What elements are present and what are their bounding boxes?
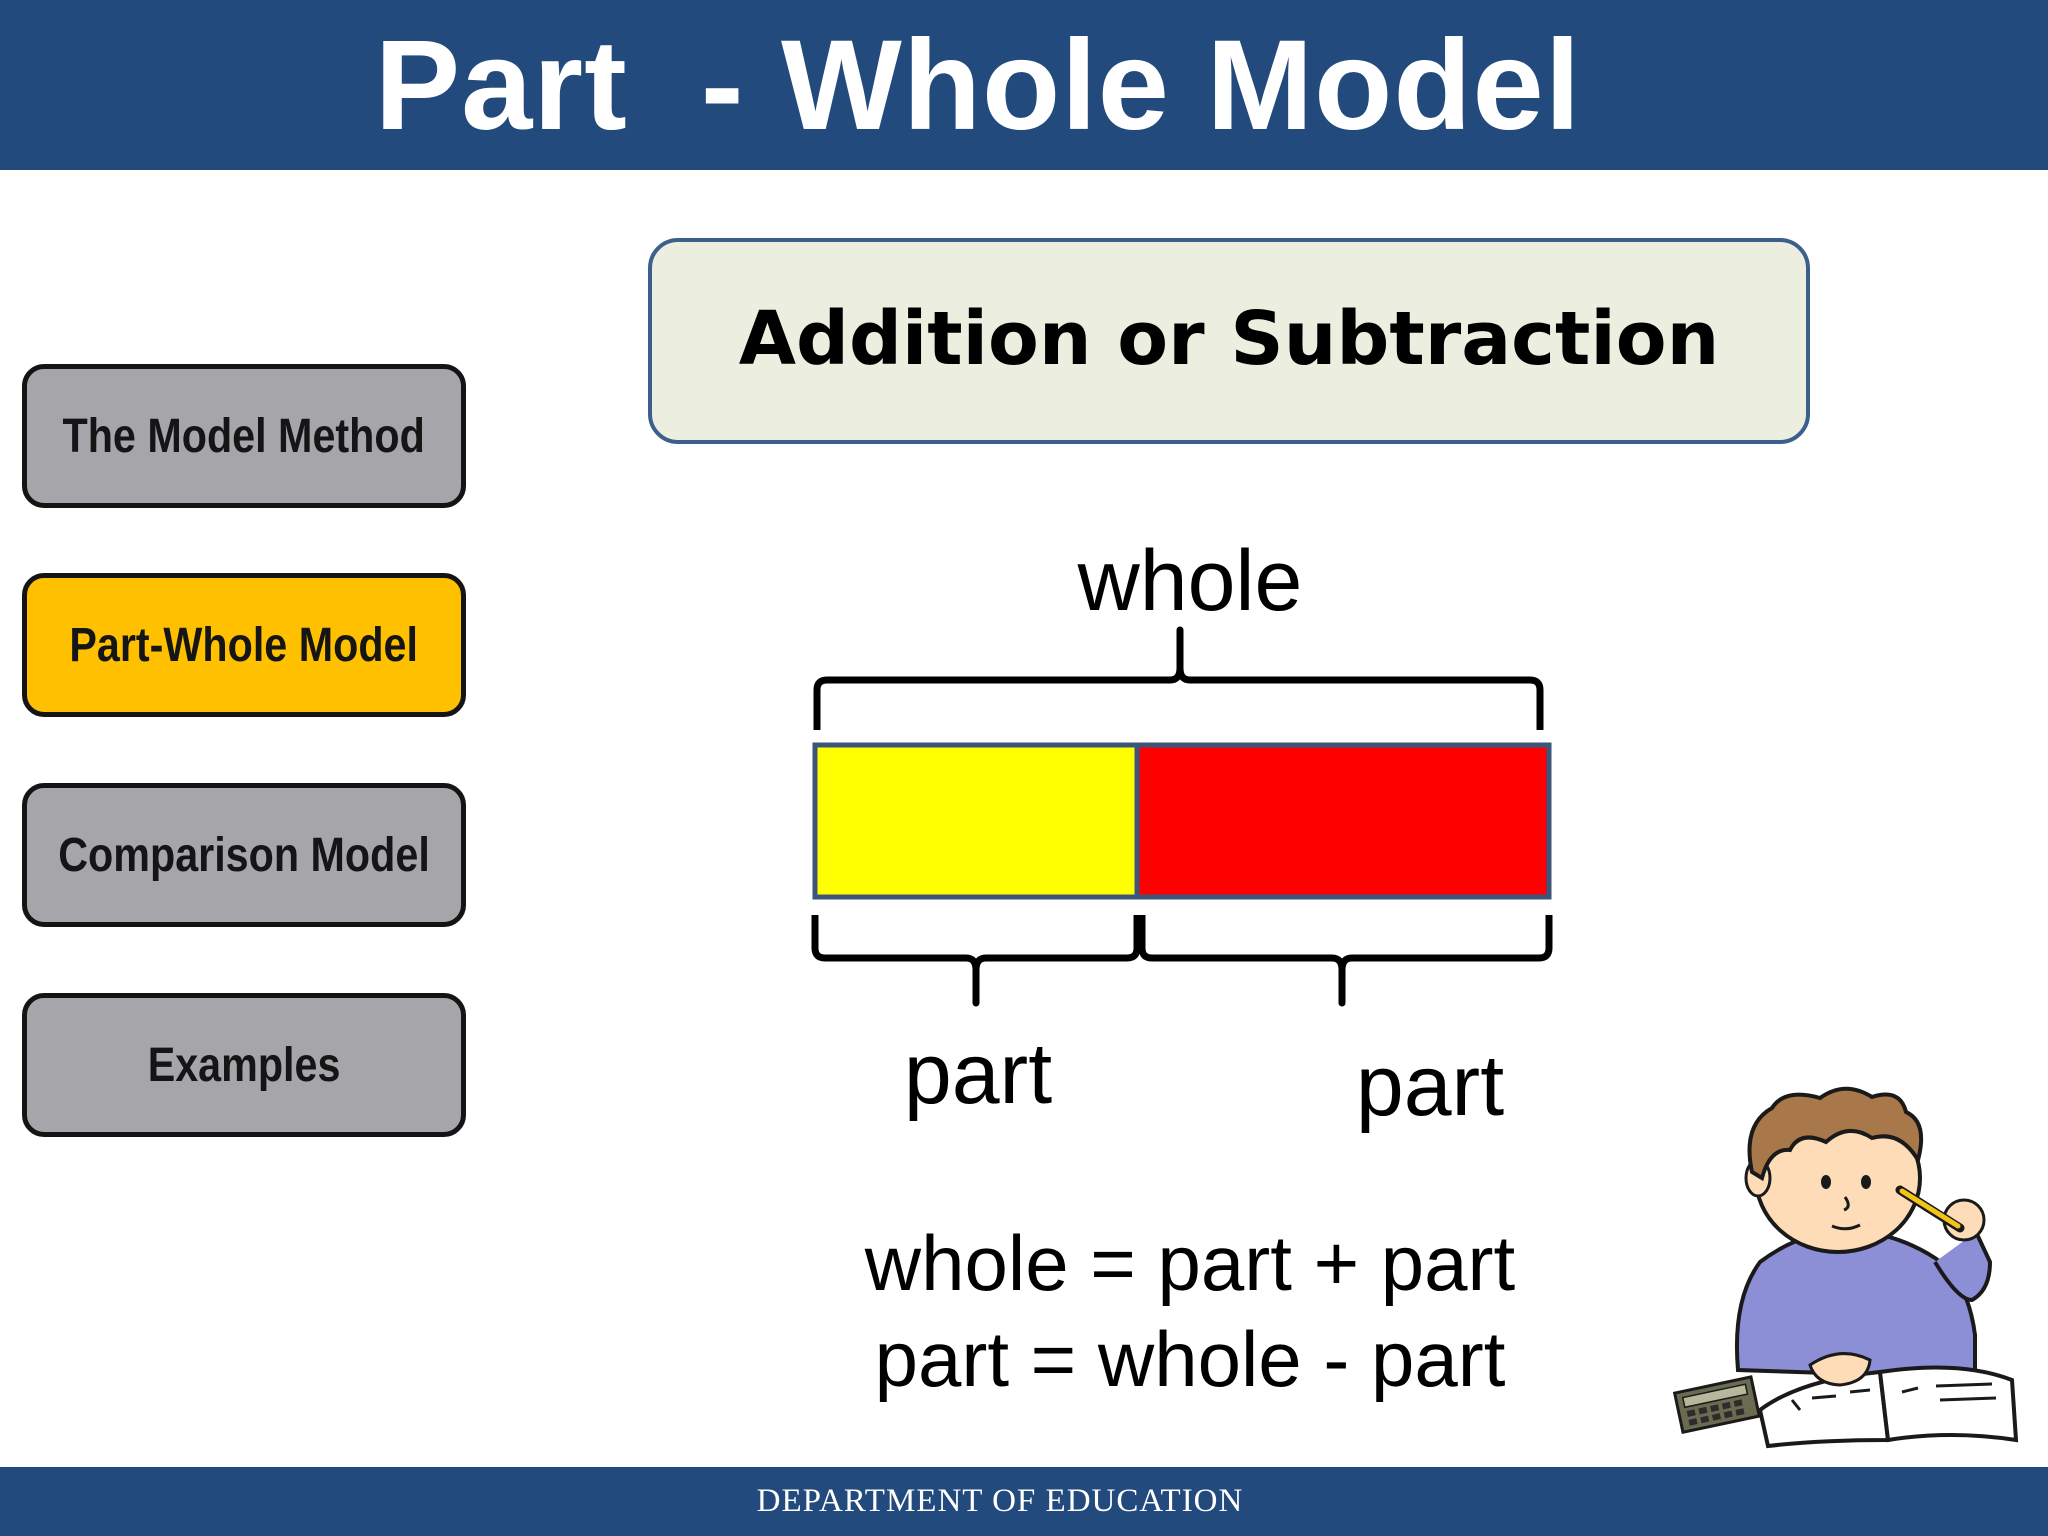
part-left-bar: [812, 742, 1140, 900]
nav-button-label: Part-Whole Model: [69, 618, 419, 672]
nav-button-label: Examples: [147, 1038, 341, 1092]
nav-button-label: The Model Method: [62, 409, 426, 463]
title-banner: Part - Whole Model: [0, 0, 2048, 170]
whole-brace: [813, 626, 1544, 730]
part-right-bar: [1134, 742, 1552, 900]
nav-button-part-whole-model[interactable]: Part-Whole Model: [22, 573, 466, 717]
part-left-label: part: [904, 1026, 1052, 1122]
student-doing-math-icon: [1672, 1086, 2019, 1449]
nav-button-examples[interactable]: Examples: [22, 993, 466, 1137]
formula-whole: whole = part + part: [864, 1219, 1516, 1307]
nav-button-model-method[interactable]: The Model Method: [22, 364, 466, 508]
footer-text: DEPARTMENT OF EDUCATION: [756, 1483, 1244, 1519]
subtitle-text: Addition or Subtraction: [738, 296, 1720, 382]
nav-button-label: Comparison Model: [58, 828, 430, 882]
part-right-label: part: [1356, 1038, 1504, 1134]
formula-part: part = whole - part: [874, 1315, 1506, 1403]
part-left-brace: [811, 915, 1141, 1007]
whole-label: whole: [1077, 533, 1303, 629]
footer-bar: DEPARTMENT OF EDUCATION: [0, 1467, 2048, 1536]
page-title: Part - Whole Model: [374, 13, 1582, 157]
part-right-brace: [1138, 915, 1553, 1007]
nav-button-comparison-model[interactable]: Comparison Model: [22, 783, 466, 927]
subtitle-box: Addition or Subtraction: [648, 238, 1810, 444]
